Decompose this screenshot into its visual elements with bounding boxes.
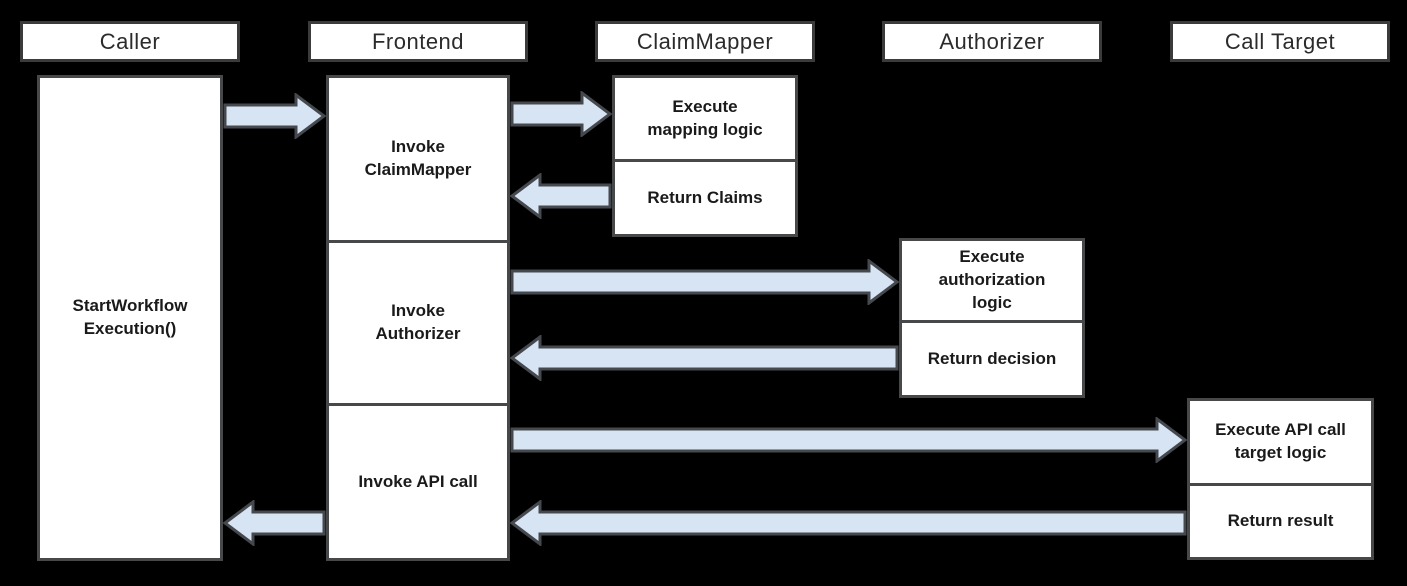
lane-header-authorizer: Authorizer [882, 21, 1102, 62]
frontend-step-label: Invoke ClaimMapper [364, 137, 472, 179]
lane-header-claimmapper-label: ClaimMapper [636, 28, 774, 54]
call-target-step-label: Return result [1227, 511, 1334, 531]
arrow-caller-to-frontend-icon [223, 93, 326, 139]
arrow-frontend-to-caller-icon [223, 500, 326, 546]
frontend-step-invoke-api-call: Invoke API call [329, 403, 507, 558]
caller-activity-label: StartWorkflow Execution() [72, 296, 188, 338]
frontend-step-invoke-claimmapper: Invoke ClaimMapper [329, 78, 507, 240]
arrow-frontend-to-authorizer-icon [510, 259, 899, 305]
authorizer-step-return-decision: Return decision [902, 320, 1082, 395]
frontend-step-label: Invoke API call [358, 471, 478, 491]
call-target-activity-box: Execute API call target logic Return res… [1187, 398, 1374, 560]
frontend-step-invoke-authorizer: Invoke Authorizer [329, 240, 507, 403]
arrow-frontend-to-call-target-icon [510, 417, 1187, 463]
claimmapper-step-label: Return Claims [647, 187, 763, 207]
claimmapper-activity-box: Execute mapping logic Return Claims [612, 75, 798, 237]
call-target-step-execute-api-call-target-logic: Execute API call target logic [1190, 401, 1371, 483]
caller-activity-box: StartWorkflow Execution() [37, 75, 223, 561]
arrow-frontend-to-claimmapper-icon [510, 91, 612, 137]
lane-header-claimmapper: ClaimMapper [595, 21, 815, 62]
arrow-authorizer-to-frontend-icon [510, 335, 899, 381]
claimmapper-step-label: Execute mapping logic [647, 96, 763, 139]
call-target-step-return-result: Return result [1190, 483, 1371, 557]
frontend-step-label: Invoke Authorizer [375, 301, 461, 343]
lane-header-authorizer-label: Authorizer [939, 28, 1045, 54]
authorizer-step-label: Execute authorization logic [938, 247, 1046, 312]
lane-header-caller-label: Caller [99, 28, 161, 54]
frontend-activity-box: Invoke ClaimMapper Invoke Authorizer Inv… [326, 75, 510, 561]
lane-header-caller: Caller [20, 21, 240, 62]
claimmapper-step-execute-mapping-logic: Execute mapping logic [615, 78, 795, 159]
lane-header-call-target-label: Call Target [1224, 28, 1336, 54]
claimmapper-step-return-claims: Return Claims [615, 159, 795, 234]
authorizer-step-label: Return decision [927, 348, 1057, 368]
lane-header-call-target: Call Target [1170, 21, 1390, 62]
authorizer-step-execute-authorization-logic: Execute authorization logic [902, 241, 1082, 320]
lane-header-frontend-label: Frontend [371, 28, 465, 54]
lane-header-frontend: Frontend [308, 21, 528, 62]
arrow-call-target-to-frontend-icon [510, 500, 1187, 546]
authorizer-activity-box: Execute authorization logic Return decis… [899, 238, 1085, 398]
call-target-step-label: Execute API call target logic [1215, 420, 1346, 462]
arrow-claimmapper-to-frontend-icon [510, 173, 612, 219]
